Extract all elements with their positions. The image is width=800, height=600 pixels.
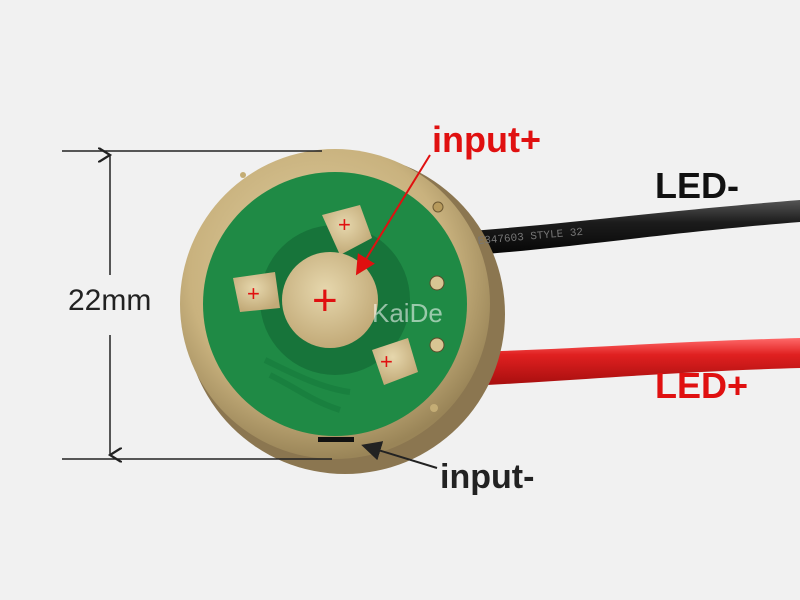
input-minus-arrow: [361, 441, 438, 469]
led-plus-label: LED+: [655, 365, 749, 406]
pad-top: [322, 205, 372, 255]
led-minus-label: LED-: [655, 165, 739, 206]
pad-plus-sign: +: [247, 281, 260, 306]
input-plus-arrow: [355, 154, 431, 276]
pcb-trace: [263, 357, 351, 395]
input-minus-marker: [318, 437, 354, 442]
input-plus-label: input+: [432, 119, 541, 160]
via-hole: [430, 404, 438, 412]
center-plus-sign: +: [312, 276, 338, 325]
pad-center: [282, 252, 378, 348]
via-hole: [240, 172, 246, 178]
dimension-label: 22mm: [68, 284, 152, 317]
pad-plus-sign: +: [338, 212, 351, 237]
pad-left: [233, 272, 280, 312]
pcb-trace: [268, 372, 341, 413]
pad-plus-sign: +: [380, 349, 393, 374]
input-minus-label: input-: [440, 458, 535, 496]
watermark-logo: KaiDe: [372, 298, 443, 328]
black-wire: [455, 200, 800, 256]
red-wire: [465, 338, 800, 386]
via-hole: [429, 337, 445, 353]
pad-bottom-right: [372, 338, 418, 385]
via-hole: [432, 201, 444, 213]
via-hole: [429, 275, 445, 291]
